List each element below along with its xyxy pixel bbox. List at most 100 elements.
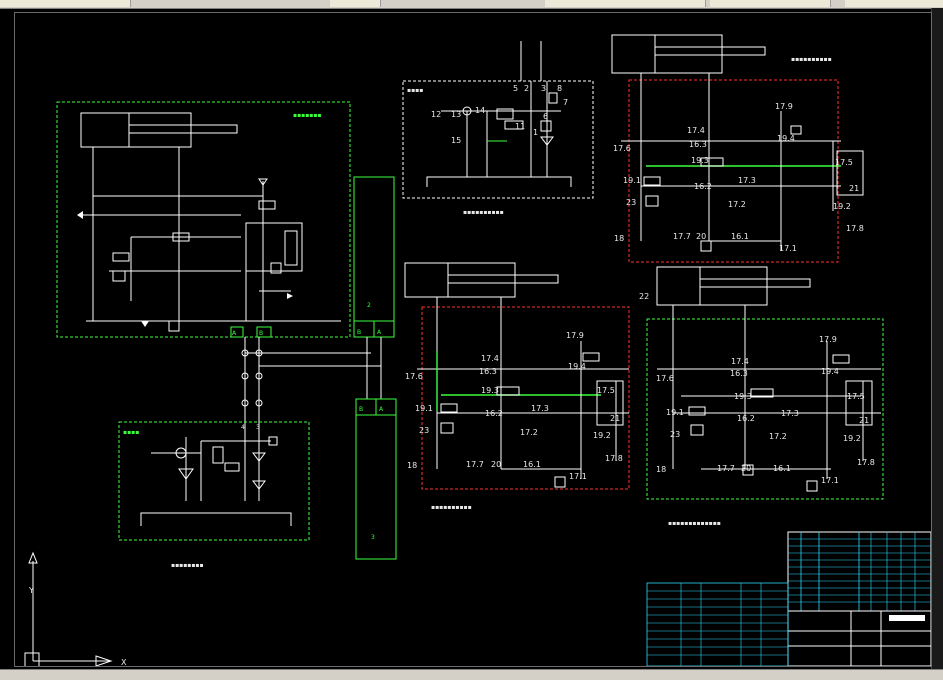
svg-text:B: B	[259, 330, 263, 337]
label-16-2: 16.2	[485, 409, 503, 418]
drawing-canvas[interactable]: ▪▪▪▪▪▪▪ A B	[14, 12, 932, 668]
svg-text:6: 6	[543, 112, 548, 121]
circuit-c: 17.9 17.4 16.3 19.4 19.3 17.5 17.6 19.1 …	[404, 262, 630, 511]
svg-text:17.2: 17.2	[769, 432, 787, 441]
svg-text:20: 20	[696, 232, 706, 241]
svg-text:17.9: 17.9	[819, 335, 837, 344]
cad-drawing: ▪▪▪▪▪▪▪ A B	[24, 34, 932, 668]
svg-text:12: 12	[431, 110, 441, 119]
svg-text:17.2: 17.2	[728, 200, 746, 209]
svg-text:19.4: 19.4	[821, 367, 839, 376]
svg-text:Y: Y	[28, 586, 34, 595]
pump-station: ▪▪▪▪ 4 3	[118, 421, 310, 541]
label-19-3: 19.3	[481, 386, 499, 395]
svg-text:A: A	[379, 406, 384, 413]
label-17-2: 17.2	[520, 428, 538, 437]
label-16-1: 16.1	[523, 460, 541, 469]
panel-2: 2 B A	[353, 176, 395, 399]
svg-text:▪▪▪▪▪▪▪▪: ▪▪▪▪▪▪▪▪	[171, 562, 204, 569]
label-16-3: 16.3	[479, 367, 497, 376]
svg-text:3: 3	[256, 424, 260, 431]
svg-text:19.1: 19.1	[623, 176, 641, 185]
panel-2-number: 2	[367, 302, 371, 309]
svg-text:17.8: 17.8	[857, 458, 875, 467]
svg-text:5: 5	[513, 84, 518, 93]
svg-text:16.3: 16.3	[689, 140, 707, 149]
svg-text:8: 8	[557, 84, 562, 93]
vertical-scrollbar[interactable]	[931, 8, 943, 669]
label-17-3: 17.3	[531, 404, 549, 413]
svg-text:17.5: 17.5	[847, 392, 865, 401]
svg-text:17.5: 17.5	[835, 158, 853, 167]
label-17-1: 17.1	[569, 472, 587, 481]
label-19-2: 19.2	[593, 431, 611, 440]
toolbar-button[interactable]	[545, 0, 706, 7]
label-17-9: 17.9	[566, 331, 584, 340]
svg-text:18: 18	[656, 465, 666, 474]
ucs-icon: X Y	[24, 551, 127, 668]
svg-text:A: A	[377, 329, 382, 336]
svg-text:16.2: 16.2	[694, 182, 712, 191]
svg-text:17.9: 17.9	[775, 102, 793, 111]
label-17-6: 17.6	[405, 372, 423, 381]
svg-text:11: 11	[515, 122, 525, 131]
svg-text:17.6: 17.6	[613, 144, 631, 153]
label-22: 22	[639, 292, 649, 301]
svg-text:3: 3	[541, 84, 546, 93]
panel-3-number: 3	[371, 534, 375, 541]
svg-text:18: 18	[614, 234, 624, 243]
svg-text:▪▪▪▪▪▪▪▪▪▪: ▪▪▪▪▪▪▪▪▪▪	[791, 56, 832, 63]
svg-text:▪▪▪▪▪▪▪▪▪▪▪▪▪: ▪▪▪▪▪▪▪▪▪▪▪▪▪	[668, 520, 721, 527]
svg-text:17.6: 17.6	[656, 374, 674, 383]
circuit-b: ▪▪▪▪ 5 2 3 8 7 6 12 13 14 11 15 1 ▪▪▪▪▪▪…	[402, 41, 594, 216]
toolbar-button[interactable]	[845, 0, 943, 7]
svg-text:21: 21	[849, 184, 859, 193]
svg-text:▪▪▪▪▪▪▪: ▪▪▪▪▪▪▪	[293, 112, 321, 119]
svg-text:15: 15	[451, 136, 461, 145]
svg-text:B: B	[359, 406, 363, 413]
svg-text:23: 23	[626, 198, 636, 207]
toolbar-button[interactable]	[330, 0, 381, 7]
label-23: 23	[419, 426, 429, 435]
left-circuit: ▪▪▪▪▪▪▪ A B	[56, 101, 381, 431]
svg-text:▪▪▪▪: ▪▪▪▪	[407, 87, 423, 94]
svg-text:17.1: 17.1	[821, 476, 839, 485]
toolbar-button[interactable]	[0, 0, 131, 7]
label-17-7: 17.7	[466, 460, 484, 469]
label-17-5: 17.5	[597, 386, 615, 395]
label-18: 18	[407, 461, 417, 470]
svg-text:16.2: 16.2	[737, 414, 755, 423]
label-17-8: 17.8	[605, 454, 623, 463]
label-17-4: 17.4	[481, 354, 499, 363]
svg-text:13: 13	[451, 110, 461, 119]
svg-text:▪▪▪▪▪▪▪▪▪▪: ▪▪▪▪▪▪▪▪▪▪	[431, 504, 472, 511]
svg-text:A: A	[232, 330, 237, 337]
svg-text:17.3: 17.3	[738, 176, 756, 185]
svg-text:19.3: 19.3	[734, 392, 752, 401]
top-toolbar	[0, 0, 943, 9]
svg-text:17.8: 17.8	[846, 224, 864, 233]
circuit-a: ▪▪▪▪▪▪▪▪▪▪ 17.9 17.4 16.3 19.4 19.3 17.5…	[611, 34, 864, 263]
svg-text:17.7: 17.7	[673, 232, 691, 241]
svg-text:19.2: 19.2	[833, 202, 851, 211]
svg-text:2: 2	[524, 84, 529, 93]
label-19-1: 19.1	[415, 404, 433, 413]
svg-text:19.2: 19.2	[843, 434, 861, 443]
svg-text:▪▪▪▪▪▪▪▪▪▪: ▪▪▪▪▪▪▪▪▪▪	[463, 209, 504, 216]
svg-text:▪▪▪▪: ▪▪▪▪	[123, 429, 139, 436]
svg-text:17.1: 17.1	[779, 244, 797, 253]
svg-text:1: 1	[533, 128, 538, 137]
svg-text:17.3: 17.3	[781, 409, 799, 418]
title-block	[646, 531, 932, 667]
svg-text:19.4: 19.4	[777, 134, 795, 143]
svg-text:4: 4	[241, 424, 245, 431]
svg-text:7: 7	[563, 98, 568, 107]
toolbar-button[interactable]	[710, 0, 831, 7]
svg-text:17.7: 17.7	[717, 464, 735, 473]
svg-text:16.3: 16.3	[730, 369, 748, 378]
svg-text:17.4: 17.4	[731, 357, 749, 366]
svg-text:16.1: 16.1	[731, 232, 749, 241]
status-bar	[0, 669, 943, 680]
svg-text:14: 14	[475, 106, 485, 115]
svg-text:23: 23	[670, 430, 680, 439]
